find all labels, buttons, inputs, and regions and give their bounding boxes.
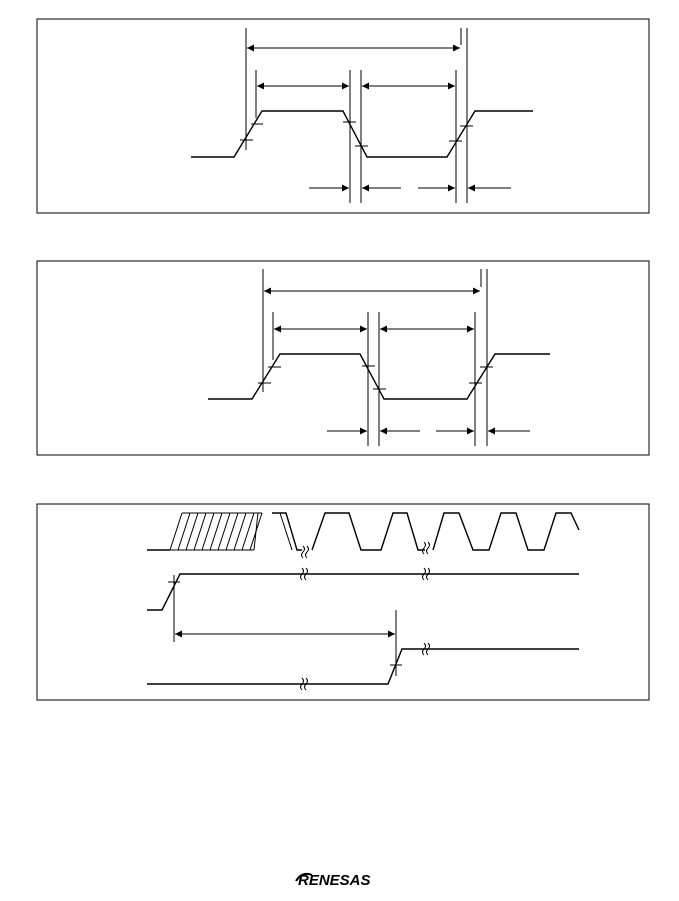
- timing-diagram-2: [36, 260, 650, 456]
- timing-diagram-1: [36, 18, 650, 214]
- diagram-frame: [36, 503, 650, 701]
- level-ticks: [240, 121, 473, 147]
- break-marks: [300, 567, 430, 581]
- clock-waveform: [208, 353, 550, 400]
- reference-lines: [245, 28, 468, 203]
- supply-waveform: [147, 573, 579, 611]
- diagram-frame: [36, 18, 650, 214]
- reset-waveform: [147, 648, 579, 685]
- reference-lines: [262, 269, 488, 446]
- break-marks: [301, 541, 430, 559]
- renesas-logo: RENESAS: [295, 872, 371, 889]
- clock-waveform: [191, 110, 533, 158]
- timing-diagram-3: [36, 503, 650, 701]
- dimension-arrows: [264, 287, 530, 435]
- diagram-frame: [36, 260, 650, 456]
- logo-swoosh: [295, 872, 313, 882]
- break-marks: [300, 642, 430, 691]
- unstable-oscillation-hatch: [169, 512, 263, 551]
- level-ticks: [258, 365, 493, 390]
- logo-text: RENESAS: [298, 872, 371, 889]
- dimension-arrows: [247, 44, 511, 192]
- oscillator-waveform: [147, 512, 580, 551]
